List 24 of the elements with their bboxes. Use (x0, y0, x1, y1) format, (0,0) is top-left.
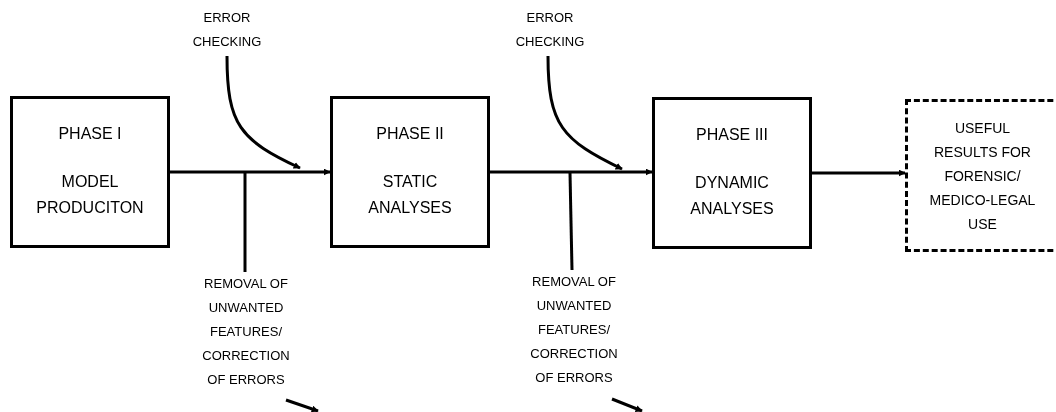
arrow (546, 55, 623, 171)
arrow (611, 397, 643, 412)
box-heading: PHASE III (695, 125, 769, 145)
box-heading: PHASE II (375, 124, 445, 144)
annotation-text: REMOVAL OF UNWANTED FEATURES/ CORRECTION OF ERRORS (198, 272, 294, 396)
box-text: USEFUL RESULTS FOR FORENSIC/ MEDICO-LEGAL USE (928, 119, 1037, 234)
connector-line (568, 172, 574, 271)
box-text: STATIC ANALYSES (367, 172, 453, 218)
annotation-text: REMOVAL OF UNWANTED FEATURES/ CORRECTION OF ERRORS (526, 270, 622, 394)
phase-box (330, 96, 490, 248)
box-heading: PHASE I (57, 124, 123, 144)
annotation-text: ERROR CHECKING (495, 6, 605, 56)
annotation-text: ERROR CHECKING (172, 6, 282, 56)
arrow (490, 168, 653, 176)
arrow (285, 398, 319, 412)
box-text: MODEL PRODUCITON (35, 172, 145, 218)
connector-line (243, 173, 247, 272)
outcome-box (905, 99, 1056, 252)
phase-box (10, 96, 170, 248)
arrow (225, 55, 301, 170)
arrow (170, 168, 331, 176)
box-text: DYNAMIC ANALYSES (689, 173, 775, 219)
arrow (812, 169, 906, 177)
phase-box (652, 97, 812, 249)
